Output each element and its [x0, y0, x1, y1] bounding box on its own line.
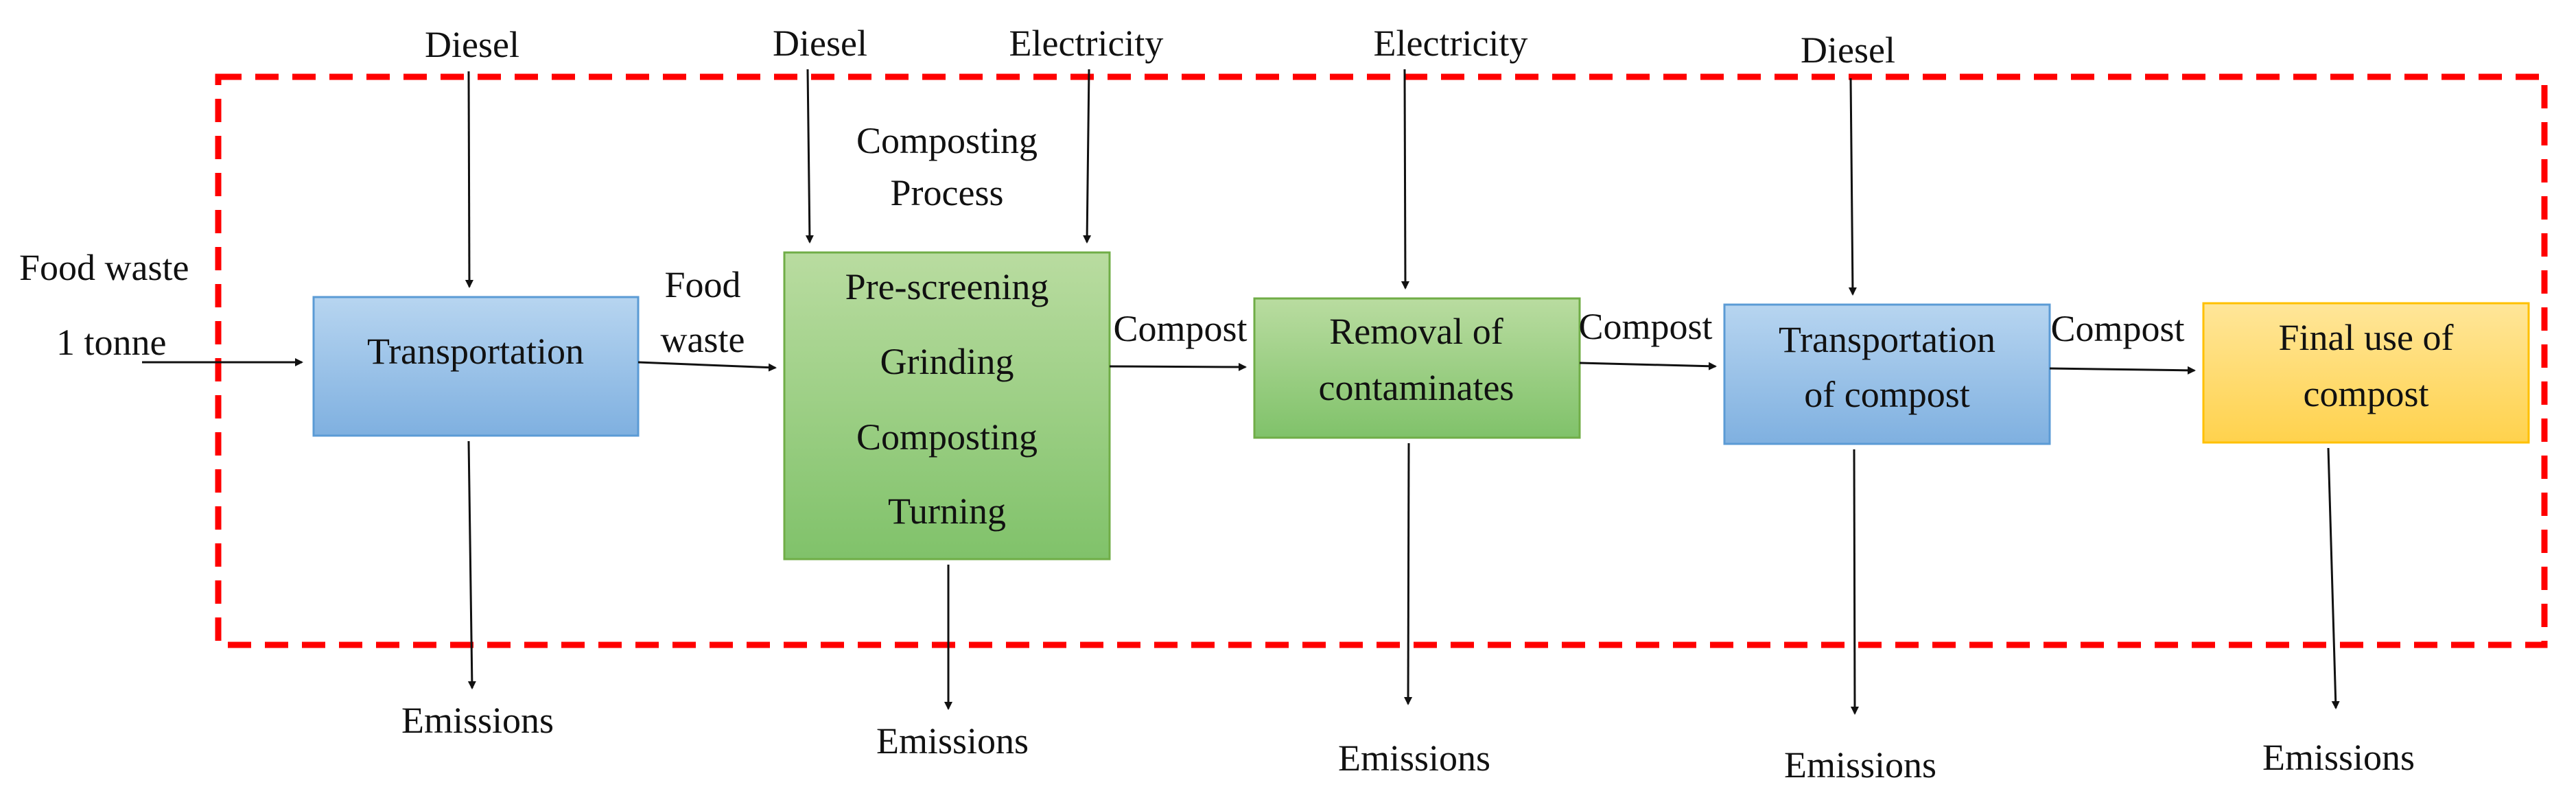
- composting-label: Composting: [856, 416, 1038, 458]
- arrow-electricity-1: [1083, 69, 1092, 244]
- arrow-diesel-2: [805, 69, 814, 244]
- arrow-composting-to-removal: [1109, 362, 1247, 371]
- one-tonne-label: 1 tonne: [56, 322, 166, 363]
- compost-flow-label-1: Compost: [1113, 308, 1247, 349]
- removal-box: [1253, 297, 1581, 439]
- grinding-label: Grinding: [880, 341, 1014, 382]
- transport-compost-label-line2: of compost: [1804, 374, 1969, 415]
- compost-flow-label-3: Compost: [2050, 308, 2184, 349]
- removal-label-line1: Removal of: [1329, 311, 1503, 352]
- arrow-transport-compost-to-final-use: [2049, 366, 2196, 375]
- emissions-label-1: Emissions: [401, 700, 554, 741]
- emissions-label-4: Emissions: [1784, 744, 1936, 786]
- turning-label: Turning: [888, 491, 1006, 532]
- arrow-emissions-5: [2327, 447, 2340, 709]
- final-use-label-line1: Final use of: [2279, 317, 2454, 358]
- diesel-label-2: Diesel: [773, 23, 867, 64]
- transportation-label: Transportation: [367, 331, 584, 372]
- composting-process-note-line2: Process: [891, 172, 1004, 213]
- food-flow-label-line2: waste: [661, 319, 745, 360]
- electricity-label-1: Electricity: [1009, 23, 1164, 64]
- system-boundary: [215, 73, 2548, 648]
- diesel-label-3: Diesel: [1801, 30, 1895, 71]
- pre-screening-label: Pre-screening: [845, 266, 1049, 307]
- removal-label-line2: contaminates: [1319, 367, 1514, 408]
- emissions-label-2: Emissions: [876, 720, 1029, 762]
- composting-box: [783, 251, 1111, 561]
- compost-flow-label-2: Compost: [1578, 306, 1712, 347]
- arrow-emissions-3: [1404, 443, 1413, 705]
- arrow-emissions-4: [1850, 449, 1859, 715]
- emissions-label-5: Emissions: [2262, 737, 2415, 778]
- electricity-label-2: Electricity: [1374, 23, 1528, 64]
- transportation-box: [312, 296, 640, 437]
- arrow-removal-to-transport-compost: [1579, 362, 1717, 370]
- composting-process-note-line1: Composting: [856, 120, 1038, 161]
- emissions-label-3: Emissions: [1338, 738, 1490, 779]
- arrow-transportation-to-composting: [637, 361, 777, 372]
- transport-compost-label-line1: Transportation: [1779, 319, 1995, 360]
- food-flow-label-line1: Food: [664, 264, 740, 305]
- transport-compost-box: [1723, 303, 2051, 445]
- arrow-diesel-3: [1848, 78, 1857, 296]
- arrow-emissions-1: [467, 440, 476, 689]
- final-use-box: [2202, 302, 2530, 444]
- diesel-label-1: Diesel: [425, 24, 519, 65]
- food-waste-input-label: Food waste: [19, 247, 189, 288]
- final-use-label-line2: compost: [2304, 373, 2429, 414]
